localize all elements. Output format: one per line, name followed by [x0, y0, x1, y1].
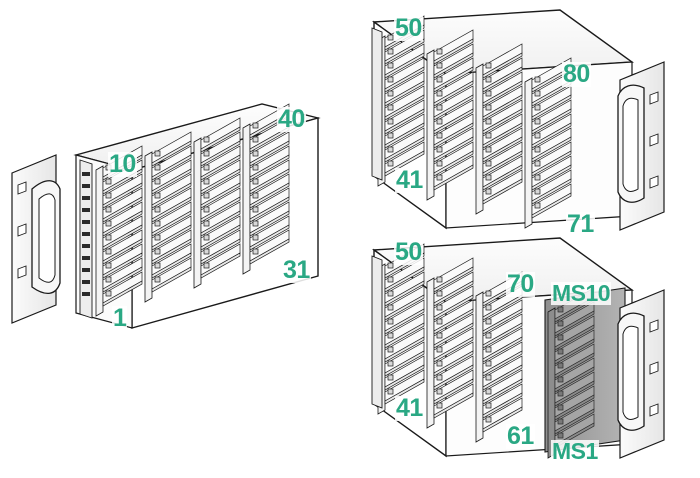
- label-10: 10: [108, 150, 137, 178]
- label-50: 50: [394, 14, 423, 42]
- backplane-strip: [371, 27, 383, 181]
- enclosure-bottom-right: [371, 237, 665, 459]
- label-41: 41: [395, 166, 424, 194]
- label-80: 80: [562, 60, 591, 88]
- label-50-b: 50: [394, 238, 423, 266]
- label-70: 70: [506, 270, 535, 298]
- label-ms1: MS1: [551, 438, 599, 464]
- label-ms10: MS10: [551, 280, 612, 306]
- label-31: 31: [282, 256, 311, 284]
- label-1: 1: [112, 304, 128, 332]
- label-40: 40: [277, 105, 306, 133]
- enclosure-handle-right[interactable]: [617, 61, 665, 231]
- backplane-strip: [371, 255, 383, 409]
- enclosure-handle-left[interactable]: [11, 154, 61, 324]
- backplane-strip: [79, 159, 93, 319]
- enclosure-handle-right[interactable]: [617, 289, 665, 459]
- enclosure-bottom-left: [11, 103, 321, 329]
- label-41-b: 41: [395, 394, 424, 422]
- label-61: 61: [506, 422, 535, 450]
- enclosure-top-right: [371, 9, 665, 231]
- label-71: 71: [566, 210, 595, 238]
